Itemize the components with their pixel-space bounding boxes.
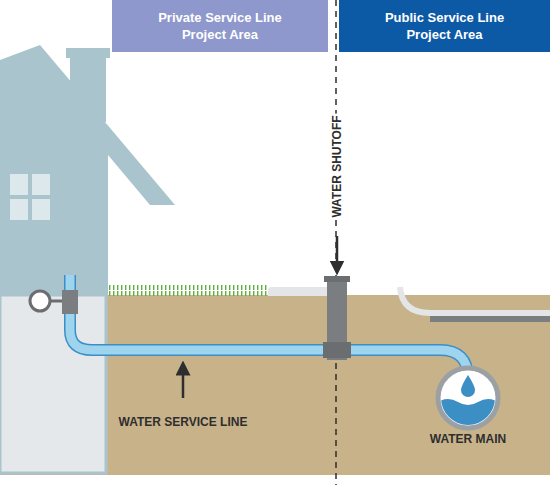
- service-line-label: WATER SERVICE LINE: [118, 415, 248, 430]
- water-main-label: WATER MAIN: [413, 432, 523, 447]
- area-title: Public Service Line Project Area: [369, 9, 520, 43]
- shutoff-label: WATER SHUTOFF: [330, 113, 345, 219]
- service-pipe: [70, 275, 468, 378]
- shutoff-arrow: [336, 236, 339, 268]
- area-title: Private Service Line Project Area: [142, 9, 298, 43]
- road: [430, 316, 550, 322]
- shutoff-valve: [323, 276, 351, 360]
- soil: [0, 295, 550, 475]
- boundary-line: [335, 0, 337, 485]
- private-area-band: Private Service Line Project Area: [112, 0, 328, 52]
- sidewalk: [268, 287, 328, 296]
- house: [0, 45, 175, 473]
- grass: [105, 285, 268, 296]
- water-meter: [30, 290, 78, 314]
- public-area-band: Public Service Line Project Area: [339, 0, 550, 52]
- curb: [400, 287, 550, 313]
- water-main-symbol: [438, 368, 498, 430]
- service-line-arrow: [182, 368, 185, 398]
- service-pipe-inner: [70, 275, 468, 378]
